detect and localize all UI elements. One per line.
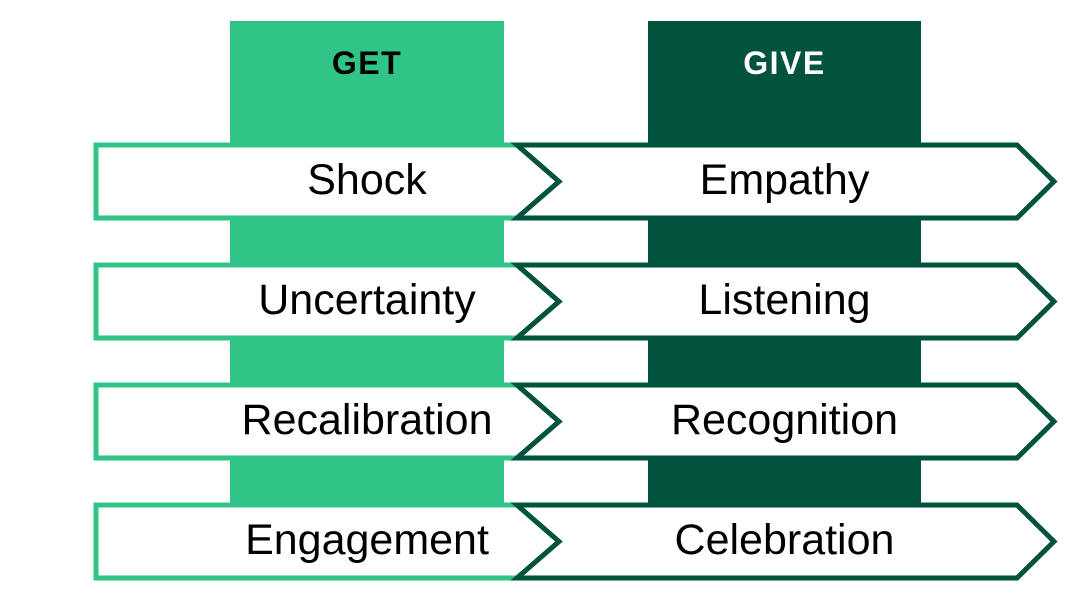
get-arrow-shape-row-1 bbox=[93, 142, 563, 221]
row-2-arrows bbox=[93, 262, 1058, 341]
get-arrow-shape-row-3 bbox=[93, 382, 563, 461]
row-4-arrows bbox=[93, 502, 1058, 581]
give-arrow-shape-row-3 bbox=[510, 382, 1058, 461]
give-column-header: GIVE bbox=[743, 45, 826, 81]
row-3-arrows bbox=[93, 382, 1058, 461]
give-arrow-shape-row-4 bbox=[510, 502, 1058, 581]
get-column-header: GET bbox=[331, 45, 403, 81]
row-1-arrows bbox=[93, 142, 1058, 221]
give-arrow-shape-row-1 bbox=[510, 142, 1058, 221]
give-arrow-shape-row-2 bbox=[510, 262, 1058, 341]
get-arrow-shape-row-2 bbox=[93, 262, 563, 341]
get-arrow-shape-row-4 bbox=[93, 502, 563, 581]
